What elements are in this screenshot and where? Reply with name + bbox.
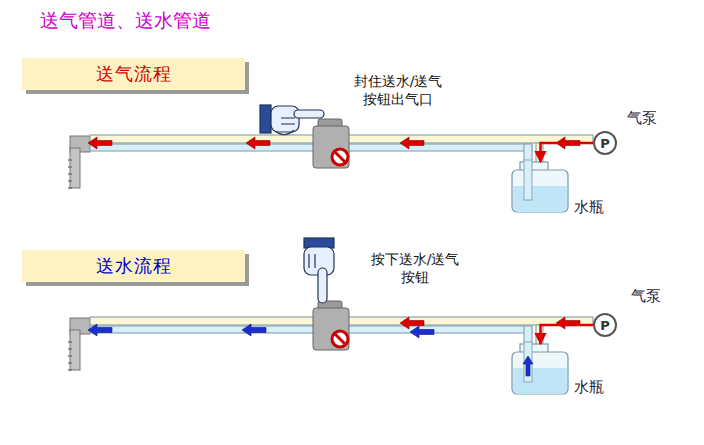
water-bottle: 水瓶 (512, 162, 568, 212)
air-flow-arrows (88, 137, 580, 149)
header-text: 送气流程 (96, 62, 172, 86)
water-flow-arrows (88, 324, 533, 376)
air-pump: P气泵 (593, 313, 617, 337)
bottle-label: 水瓶 (574, 378, 604, 397)
section-header: 送水流程 (22, 250, 245, 282)
section-header: 送气流程 (22, 58, 245, 90)
header-text: 送水流程 (96, 254, 172, 278)
bottle-label: 水瓶 (574, 198, 604, 217)
pipe-assembly (68, 301, 593, 394)
pointing-hand (260, 105, 324, 135)
pump-label: 气泵 (631, 287, 661, 306)
pipe-assembly (68, 119, 593, 212)
pump-symbol: P (600, 137, 610, 150)
air-flow-connector (541, 143, 594, 162)
air-pump: P气泵 (593, 131, 617, 155)
pointing-hand (304, 238, 334, 303)
callout-note: 按下送水/送气 按钮 (362, 250, 468, 286)
pump-label: 气泵 (627, 109, 657, 128)
air-flow-arrows (400, 317, 580, 329)
diagram-title: 送气管道、送水管道 (40, 8, 211, 34)
callout-note: 封住送水/送气 按钮出气口 (345, 72, 451, 108)
pump-symbol: P (600, 319, 610, 332)
water-bottle: 水瓶 (512, 344, 568, 394)
air-flow-connector (541, 325, 594, 344)
